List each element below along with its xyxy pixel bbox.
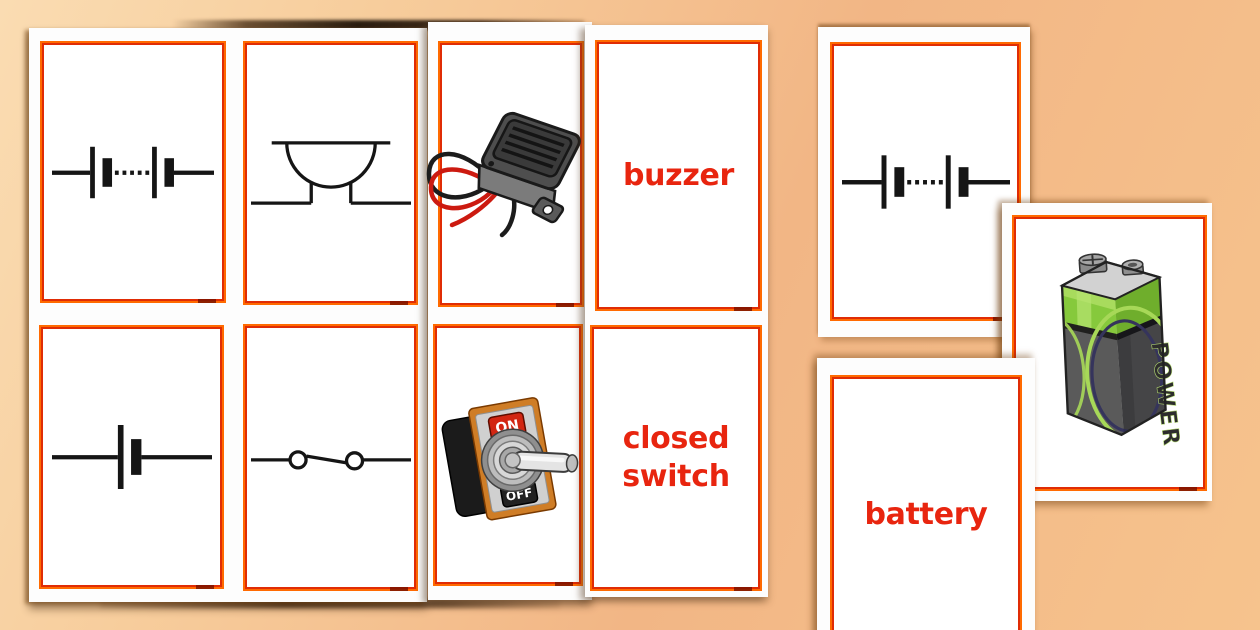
watermark-mark <box>1179 487 1197 491</box>
cell-symbol-card <box>39 325 224 589</box>
cell-circuit-symbol-icon <box>51 425 212 489</box>
watermark-mark <box>198 299 216 303</box>
top-sheet-shadow <box>172 20 584 30</box>
buzzer-symbol-card <box>243 41 418 305</box>
buzzer-label-card: buzzer <box>595 40 762 311</box>
bottom-sheet-shadow <box>100 599 560 608</box>
toggle-switch-photo-card: ON OFF <box>433 324 583 586</box>
buzzer-photo-card <box>426 41 584 307</box>
watermark-mark <box>555 582 573 586</box>
watermark-mark <box>734 307 752 311</box>
watermark-mark <box>556 303 574 307</box>
flashcard-sheet-2: ON OFF <box>426 22 592 600</box>
buzzer-circuit-symbol-icon <box>250 141 411 205</box>
open-switch-circuit-symbol-icon <box>250 449 411 470</box>
battery-label-card: battery <box>830 375 1022 630</box>
battery-9v-illustration: POWER <box>1057 253 1185 448</box>
flashcard-sheet-1 <box>29 28 427 602</box>
buzzer-illustration <box>426 111 581 238</box>
battery-symbol-card-1 <box>40 41 226 303</box>
watermark-mark <box>390 587 408 591</box>
closed-switch-label-text: closed switch <box>622 421 730 494</box>
battery-terminal-snap <box>1078 253 1108 274</box>
buzzer-label-text: buzzer <box>622 157 735 193</box>
watermark-mark <box>390 301 408 305</box>
flashcard-sheet-6: battery <box>817 358 1035 630</box>
battery-circuit-symbol-icon <box>52 146 214 198</box>
flashcard-sheet-5: POWER <box>1002 203 1212 501</box>
toggle-switch-illustration: ON OFF <box>441 397 579 521</box>
watermark-mark <box>734 587 752 591</box>
battery-photo-card: POWER <box>1012 215 1207 491</box>
closed-switch-label-card: closed switch <box>590 325 762 591</box>
battery-symbol-card-2 <box>830 42 1021 321</box>
watermark-mark <box>196 585 214 589</box>
flashcard-sheet-4 <box>818 27 1030 337</box>
flashcard-sheet-3: buzzer closed switch <box>585 25 768 597</box>
open-switch-symbol-card <box>243 324 418 591</box>
battery-label-text: battery <box>864 497 988 532</box>
battery-circuit-symbol-icon <box>841 154 1010 209</box>
